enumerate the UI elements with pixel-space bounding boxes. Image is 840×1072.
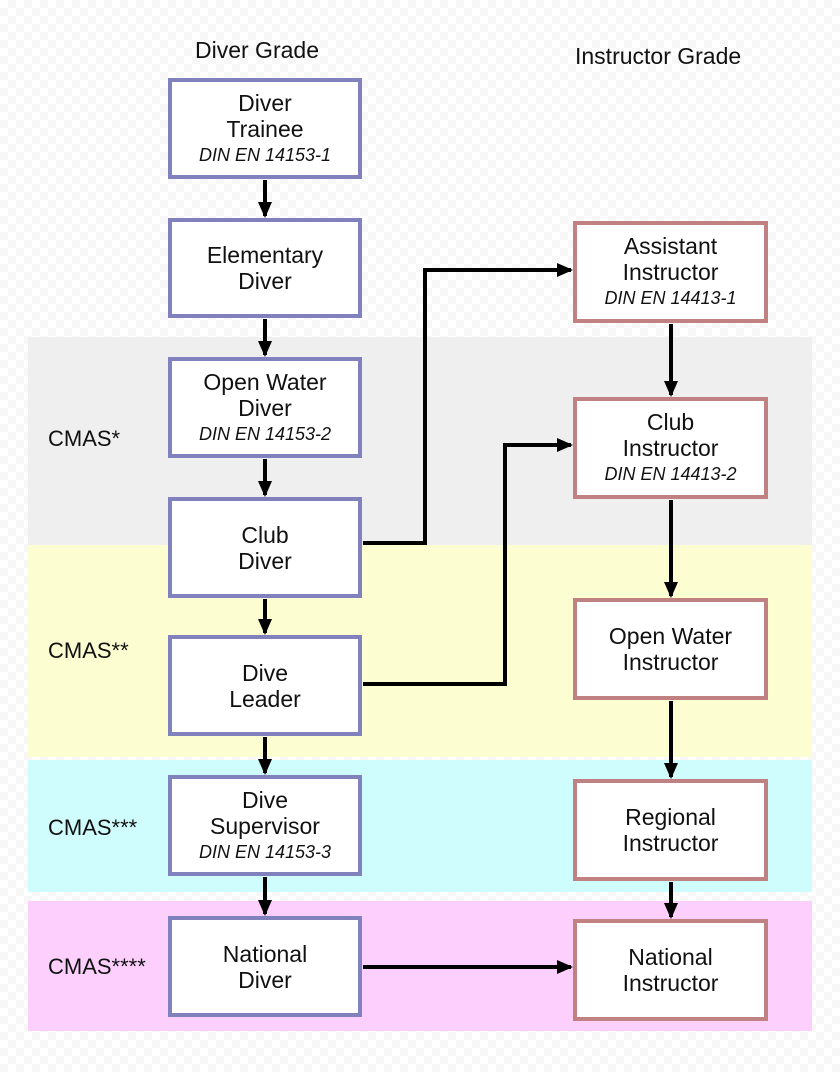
box-assistant-instructor: Assistant Instructor DIN EN 14413-1 bbox=[573, 221, 768, 323]
box-title-line-1: Assistant bbox=[623, 233, 718, 259]
box-title-line-2: Diver bbox=[238, 547, 292, 574]
box-title-line-2: Trainee bbox=[226, 115, 304, 142]
box-title-line-2: Leader bbox=[229, 685, 301, 712]
box-title-line-2: Instructor bbox=[622, 649, 719, 675]
box-club-diver: Club Diver bbox=[168, 497, 362, 598]
level-label-cmas-2: CMAS** bbox=[48, 638, 129, 663]
level-label-cmas-3: CMAS*** bbox=[48, 815, 138, 840]
box-title-line-1: National bbox=[222, 940, 308, 967]
box-title-line-2: Diver bbox=[238, 394, 292, 421]
box-title-line-1: Open Water bbox=[608, 623, 733, 649]
box-title-line-1: Club bbox=[241, 521, 289, 548]
box-title-line-2: Instructor bbox=[622, 259, 719, 285]
standard-label: DIN EN 14413-1 bbox=[604, 288, 737, 308]
box-title-line-1: Dive bbox=[241, 786, 288, 813]
box-title-line-2: Supervisor bbox=[210, 812, 320, 839]
box-diver-trainee: Diver Trainee DIN EN 14153-1 bbox=[168, 78, 362, 179]
box-open-water-instructor: Open Water Instructor bbox=[573, 598, 768, 700]
box-title-line-1: Elementary bbox=[206, 242, 324, 268]
box-open-water-diver: Open Water Diver DIN EN 14153-2 bbox=[168, 357, 362, 458]
standard-label: DIN EN 14153-3 bbox=[198, 841, 332, 862]
level-label-cmas-1: CMAS* bbox=[48, 426, 121, 451]
box-title-line-2: Instructor bbox=[622, 830, 719, 856]
box-title-line-2: Diver bbox=[238, 268, 292, 294]
box-title-line-1: Regional bbox=[625, 804, 716, 830]
standard-label: DIN EN 14413-2 bbox=[604, 464, 737, 484]
box-dive-supervisor: Dive Supervisor DIN EN 14153-3 bbox=[168, 775, 362, 876]
box-national-instructor: National Instructor bbox=[573, 919, 768, 1021]
level-label-cmas-4: CMAS**** bbox=[48, 954, 146, 979]
box-title-line-1: Dive bbox=[241, 659, 288, 686]
box-club-instructor: Club Instructor DIN EN 14413-2 bbox=[573, 397, 768, 499]
box-title-line-1: National bbox=[628, 944, 713, 970]
box-title-line-2: Diver bbox=[238, 966, 292, 993]
diver-grade-header: Diver Grade bbox=[195, 37, 319, 63]
instructor-grade-header: Instructor Grade bbox=[575, 43, 742, 69]
arrow-club-diver-to-assistant-instructor bbox=[363, 263, 573, 545]
box-title-line-2: Instructor bbox=[622, 435, 719, 461]
standard-label: DIN EN 14153-1 bbox=[198, 144, 332, 165]
standard-label: DIN EN 14153-2 bbox=[198, 423, 332, 444]
box-elementary-diver: Elementary Diver bbox=[168, 218, 362, 318]
box-regional-instructor: Regional Instructor bbox=[573, 779, 768, 881]
box-dive-leader: Dive Leader bbox=[168, 635, 362, 736]
box-title-line-1: Club bbox=[646, 409, 695, 435]
box-title-line-1: Open Water bbox=[203, 368, 327, 395]
box-national-diver: National Diver bbox=[168, 916, 362, 1017]
box-title-line-2: Instructor bbox=[622, 970, 719, 996]
box-title-line-1: Diver bbox=[238, 89, 292, 116]
arrow-dive-leader-to-club-instructor bbox=[363, 438, 573, 686]
